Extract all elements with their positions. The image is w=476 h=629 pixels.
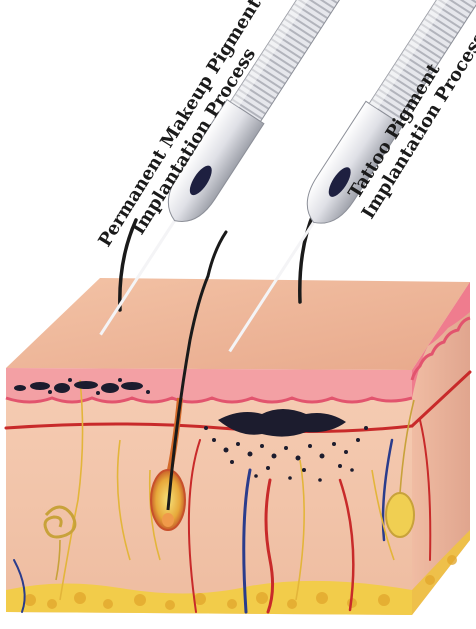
skin-front-face xyxy=(6,368,412,615)
skin-surface-top xyxy=(6,278,470,370)
skin-block xyxy=(6,276,470,615)
